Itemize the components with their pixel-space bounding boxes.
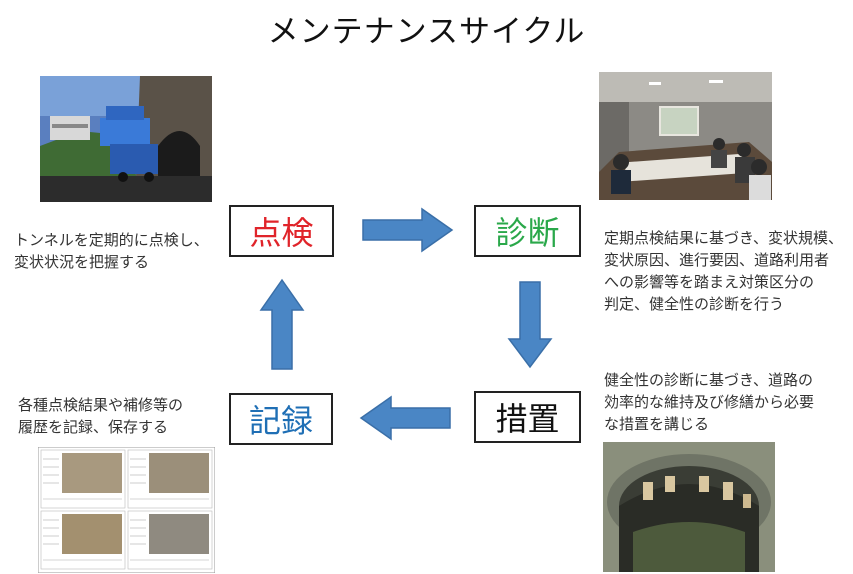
- record-description: 各種点検結果や補修等の 履歴を記録、保存する: [18, 396, 184, 436]
- diagnosis-description: 定期点検結果に基づき、変状規模、 変状原因、進行要因、道路利用者 への影響等を踏…: [604, 229, 843, 313]
- diagnosis-box: 診断: [474, 205, 581, 257]
- measures-photo: [603, 442, 775, 572]
- measures-description: 健全性の診断に基づき、道路の 効率的な維持及び修繕から必要 な措置を講じる: [604, 371, 815, 433]
- measures-box: 措置: [474, 391, 581, 443]
- inspection-box: 点検: [229, 205, 334, 257]
- record-label: 記録: [248, 402, 313, 440]
- arrow-record-to-inspection: [259, 278, 305, 370]
- arrow-diagnosis-to-measures: [507, 281, 553, 369]
- inspection-photo: [40, 76, 212, 202]
- page-title: メンテナンスサイクル: [267, 14, 586, 50]
- record-box: 記録: [229, 393, 333, 445]
- diagnosis-photo: [599, 72, 772, 200]
- inspection-description: トンネルを定期的に点検し、 変状状況を把握する: [14, 231, 209, 271]
- record-photo: [38, 447, 215, 573]
- measures-label: 措置: [495, 400, 560, 438]
- diagnosis-label: 診断: [495, 214, 560, 252]
- arrow-measures-to-record: [359, 395, 451, 441]
- arrow-inspection-to-diagnosis: [362, 207, 454, 253]
- inspection-label: 点検: [249, 214, 314, 252]
